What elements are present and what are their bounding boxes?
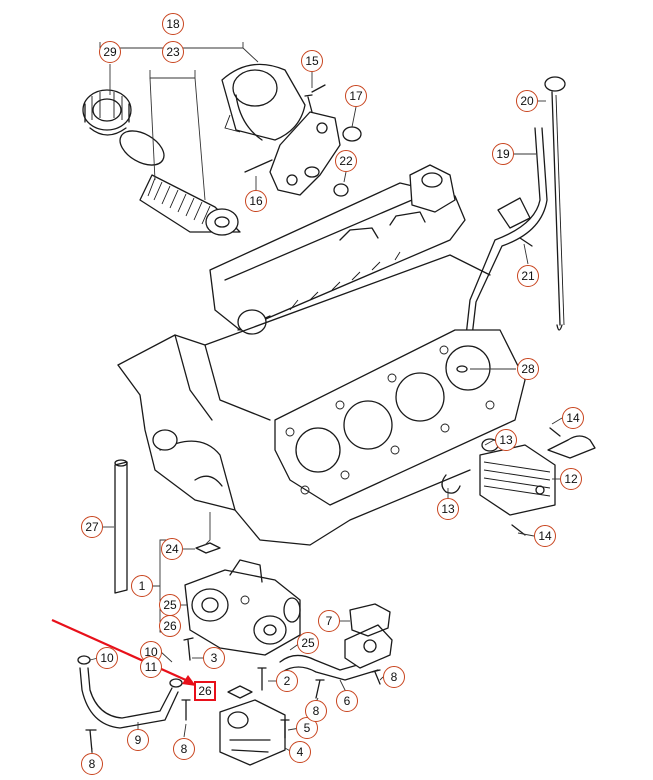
oil-pipe-9 <box>77 655 183 729</box>
pump-lower-body <box>219 685 286 766</box>
callout-16: 16 <box>245 190 267 212</box>
oil-pump <box>184 542 301 656</box>
callout-10-left: 10 <box>96 647 118 669</box>
callout-20: 20 <box>516 90 538 112</box>
callout-19: 19 <box>492 143 514 165</box>
callout-14-top: 14 <box>562 407 584 429</box>
callout-22: 22 <box>335 150 357 172</box>
callout-12: 12 <box>560 468 582 490</box>
callout-2: 2 <box>276 670 298 692</box>
filter-element <box>139 174 241 236</box>
callout-15: 15 <box>301 50 323 72</box>
callout-26-left: 26 <box>159 615 181 637</box>
callout-1: 1 <box>131 575 153 597</box>
callout-11: 11 <box>140 656 162 678</box>
oil-pickup-pipe <box>279 624 393 681</box>
callout-8-mid: 8 <box>173 738 195 760</box>
callout-25-right: 25 <box>297 632 319 654</box>
callout-27: 27 <box>81 516 103 538</box>
engine-block <box>117 254 491 546</box>
dipstick <box>544 76 566 331</box>
gasket-7 <box>349 603 391 637</box>
bolts <box>85 84 381 753</box>
callout-29: 29 <box>99 41 121 63</box>
callout-8-center: 8 <box>305 700 327 722</box>
callout-26-highlighted[interactable]: 26 <box>194 681 216 701</box>
callout-8-right: 8 <box>383 666 405 688</box>
filter-o-ring <box>119 130 165 166</box>
callout-17: 17 <box>345 85 367 107</box>
callout-21: 21 <box>517 265 539 287</box>
callout-7: 7 <box>318 610 340 632</box>
callout-18: 18 <box>162 13 184 35</box>
callout-14-bottom: 14 <box>534 525 556 547</box>
callout-13-lower: 13 <box>437 498 459 520</box>
head-gasket <box>274 329 526 506</box>
callout-6: 6 <box>336 690 358 712</box>
callout-13-upper: 13 <box>495 429 517 451</box>
oil-filter-bracket <box>244 94 362 197</box>
callout-24: 24 <box>161 538 183 560</box>
callout-8-left: 8 <box>81 753 103 775</box>
dipstick-guide-tube <box>464 127 548 346</box>
cylinder-head <box>209 164 466 335</box>
oil-return-pipe <box>114 459 128 594</box>
filter-housing <box>221 63 306 141</box>
callout-25-left: 25 <box>159 594 181 616</box>
callout-9: 9 <box>127 729 149 751</box>
oil-cooler <box>441 427 596 536</box>
highlight-arrow <box>51 618 196 686</box>
callout-28: 28 <box>517 358 539 380</box>
callout-23: 23 <box>162 41 184 63</box>
callout-4: 4 <box>289 741 311 763</box>
oil-filter-cap <box>82 89 132 136</box>
callout-3: 3 <box>203 647 225 669</box>
